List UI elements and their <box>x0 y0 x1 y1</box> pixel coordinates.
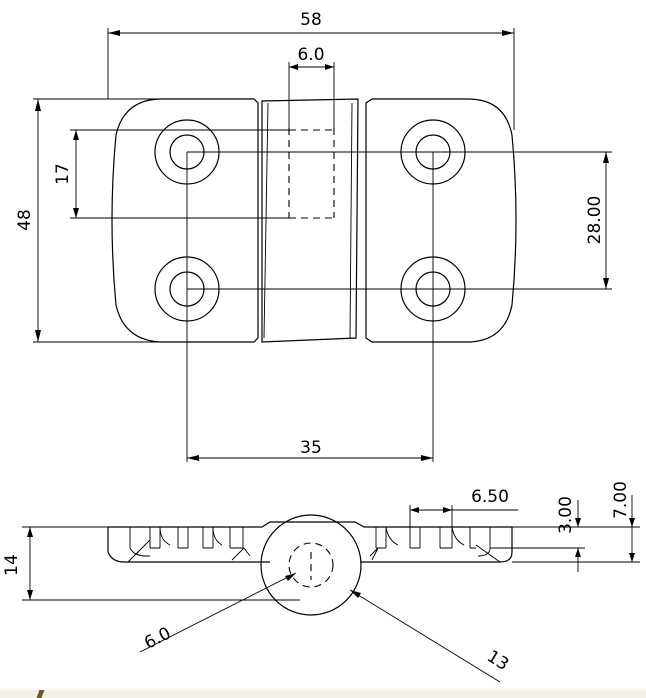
knuckle-outline <box>261 98 359 343</box>
dim-label-6-50: 6.50 <box>471 487 509 507</box>
dim-label-35: 35 <box>300 438 322 458</box>
dimension-recess-depth: 3.00 <box>490 496 585 572</box>
dim-label-17: 17 <box>53 163 73 185</box>
left-leaf-outline <box>111 98 259 343</box>
dim-label-7-00: 7.00 <box>611 481 631 519</box>
side-left-slots <box>127 526 251 563</box>
dimension-plate-thickness: 7.00 <box>512 481 640 563</box>
dimension-total-height: 14 <box>2 526 300 601</box>
side-view: 14 6.50 3.00 7.00 6.0 <box>2 481 640 683</box>
dimension-hole-horizontal-spacing: 35 <box>187 438 433 461</box>
dim-label-28-00: 28.00 <box>585 196 605 245</box>
side-top-edge <box>108 521 512 528</box>
side-knuckle-circle <box>260 514 362 616</box>
bottom-band <box>0 690 646 698</box>
dimension-knuckle-width: 6.0 <box>288 45 335 128</box>
dim-label-58: 58 <box>300 10 322 30</box>
dimension-overall-width: 58 <box>107 10 515 130</box>
dim-label-48: 48 <box>15 209 35 231</box>
dim-label-3-00: 3.00 <box>556 496 576 534</box>
top-view: 58 6.0 48 17 28.00 3 <box>15 10 612 462</box>
dim-label-14: 14 <box>2 554 22 576</box>
dimension-knuckle-height: 17 <box>53 129 289 219</box>
knuckle-inner-line <box>263 102 269 339</box>
dimension-overall-height: 48 <box>15 98 160 343</box>
side-right-slots <box>369 526 501 563</box>
leader-knuckle-diameter: 13 <box>349 589 512 683</box>
hidden-pin-outline <box>288 128 335 219</box>
right-leaf-outline <box>365 98 517 343</box>
dim-label-6-0-top: 6.0 <box>297 45 324 65</box>
dimension-hole-vertical-spacing: 28.00 <box>585 152 609 289</box>
side-pin-hidden-circle <box>288 542 334 588</box>
dim-label-13: 13 <box>483 647 512 675</box>
leader-pin-diameter: 6.0 <box>139 572 297 654</box>
knuckle-inner-line-2 <box>349 102 353 339</box>
dimension-bottom-offset: 6.50 <box>409 487 518 527</box>
hole-center-lines <box>186 151 612 462</box>
side-body-outline <box>107 527 513 563</box>
